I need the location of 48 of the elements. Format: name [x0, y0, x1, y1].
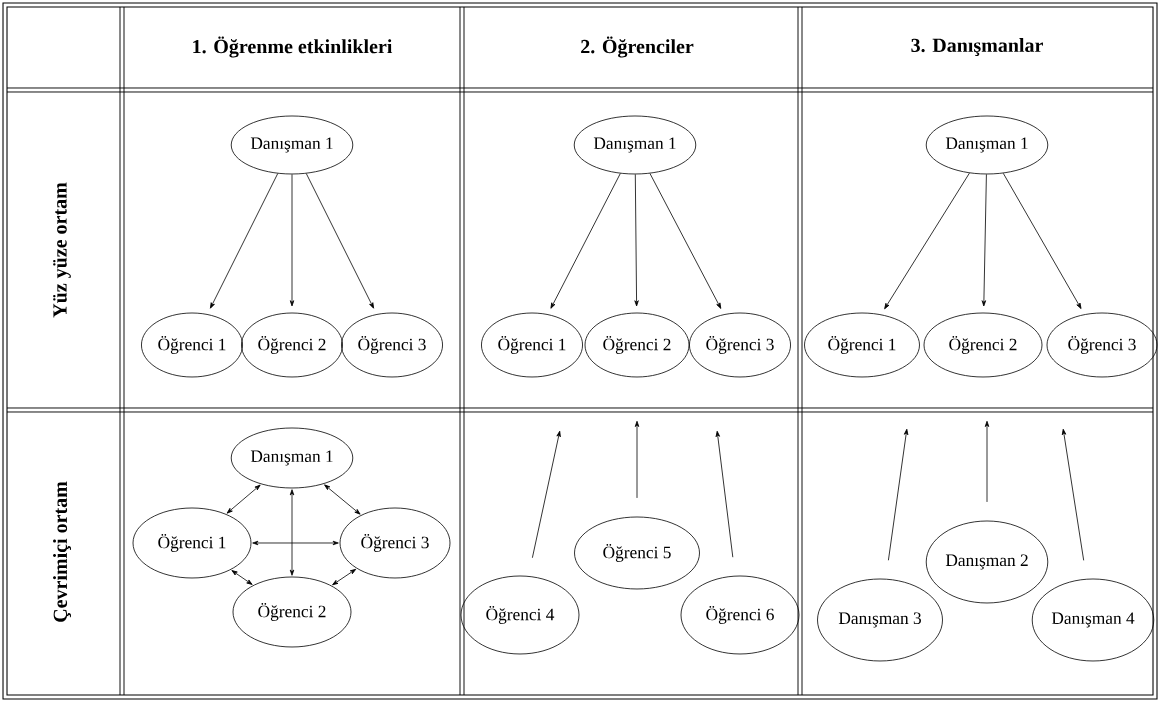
oval-node: Danışman 1 — [925, 115, 1049, 175]
oval-node: Öğrenci 2 — [923, 312, 1043, 378]
arrow — [884, 172, 970, 310]
arrow — [532, 430, 561, 559]
oval-node: Öğrenci 2 — [232, 576, 352, 648]
row-header: Çevrimiçi ortam — [53, 481, 71, 622]
arrow — [984, 420, 990, 503]
oval-node: Öğrenci 2 — [241, 312, 343, 378]
oval-node: Öğrenci 3 — [1046, 312, 1158, 378]
arrow — [305, 173, 374, 309]
column-header: 2. Öğrenciler — [581, 36, 694, 58]
oval-node: Öğrenci 3 — [341, 312, 443, 378]
oval-node: Öğrenci 1 — [132, 507, 252, 579]
arrow — [634, 174, 639, 307]
arrow — [226, 484, 261, 514]
arrow — [715, 430, 734, 558]
oval-node: Öğrenci 4 — [460, 575, 580, 655]
arrow — [231, 570, 253, 585]
oval-node: Öğrenci 3 — [689, 312, 791, 378]
arrow — [550, 173, 621, 309]
arrow — [1061, 428, 1085, 561]
column-header: 1. Öğrenme etkinlikleri — [193, 36, 393, 58]
oval-node: Danışman 1 — [230, 115, 354, 175]
arrow — [289, 174, 295, 307]
oval-node: Öğrenci 2 — [584, 312, 690, 378]
arrow — [289, 489, 295, 576]
arrow — [1002, 172, 1082, 309]
arrow — [210, 173, 279, 309]
oval-node: Danışman 1 — [230, 427, 354, 489]
arrow — [324, 484, 361, 515]
arrow — [634, 420, 640, 499]
oval-node: Öğrenci 1 — [141, 312, 243, 378]
arrow — [649, 173, 722, 309]
arrow — [252, 540, 339, 546]
column-header: 3. Danışmanlar — [911, 38, 1043, 56]
oval-node: Öğrenci 1 — [804, 312, 920, 378]
oval-node: Öğrenci 5 — [574, 516, 700, 590]
oval-node: Öğrenci 1 — [481, 312, 583, 378]
oval-node: Öğrenci 3 — [339, 507, 451, 579]
arrow — [981, 174, 987, 307]
oval-node: Öğrenci 6 — [680, 575, 800, 655]
oval-node: Danışman 2 — [925, 520, 1049, 604]
oval-node: Danışman 1 — [573, 115, 697, 175]
arrow — [332, 568, 357, 586]
row-header: Yüz yüze ortam — [53, 182, 71, 318]
oval-node: Danışman 3 — [817, 578, 943, 662]
oval-node: Danışman 4 — [1031, 578, 1155, 662]
arrow — [888, 428, 909, 561]
